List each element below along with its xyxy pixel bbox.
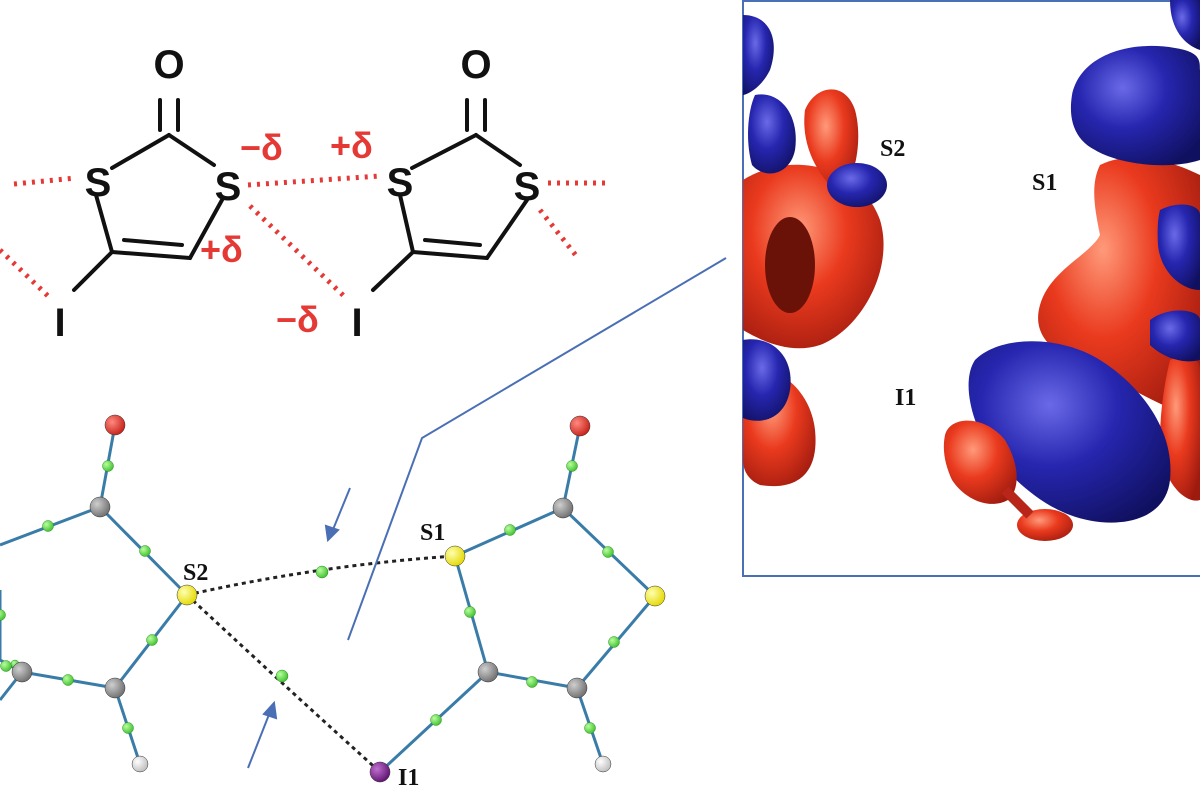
sulfur-atom [644,585,666,607]
partial-charge-negative: −δ [276,299,319,340]
carbon-atom [477,661,499,683]
iodine-atom-label: I [351,301,362,345]
interaction-dashes [0,173,606,300]
blue-lobe [968,341,1171,523]
blue-lobe [1170,0,1200,50]
oxygen-atom-label: O [153,43,184,87]
carbon-atom [566,677,588,699]
inset-label-s2: S2 [880,136,905,162]
blue-lobe [1150,310,1200,362]
sulfur-atom [176,584,198,606]
oxygen-atom [569,415,591,437]
graph-label-s1: S1 [420,520,445,546]
carbon-atom [552,497,574,519]
red-lobe [1017,509,1073,541]
sulfur-atom-label: S [387,161,414,205]
isosurface-inset: S2 S1 I1 [742,0,1200,577]
sulfur-atom-label: S [85,161,112,205]
partial-charge-negative: −δ [240,127,283,168]
arrow-head [262,700,278,720]
arrows [247,487,351,769]
blue-lobe [1070,45,1200,166]
arrow-head [324,524,340,543]
molecule-1-bonds [72,98,224,292]
blue-lobe [748,94,796,174]
molecule-2-bonds [371,98,529,292]
bond-paths [185,554,456,774]
red-lobe [943,420,1017,504]
iodine-atom-label: I [54,301,65,345]
partial-charge-positive: +δ [330,125,373,166]
graph-bonds [0,424,657,774]
sulfur-atom [444,545,466,567]
graph-atoms [11,414,666,783]
iodine-atom [369,761,391,783]
inset-label-s1: S1 [1032,170,1057,196]
lewis-structures: O S S I O S S I −δ +δ [0,43,606,345]
graph-label-s2: S2 [183,560,208,586]
blue-lobe [743,339,791,421]
oxygen-atom-label: O [460,43,491,87]
sulfur-atom-label: S [215,165,242,209]
bond-critical-points [0,460,620,734]
red-bridge [1001,486,1034,519]
blue-lobe [827,163,887,207]
oxygen-atom [104,414,126,436]
partial-charge-positive: +δ [200,229,243,270]
molecular-graph: S2 S1 I1 [0,414,666,791]
blue-lobe [1157,204,1200,290]
blue-lobe [743,15,774,95]
hydrogen-atom [131,755,149,773]
graph-label-i1: I1 [398,765,419,791]
inset-label-i1: I1 [895,385,916,411]
callout-line [347,257,727,641]
sulfur-atom-label: S [514,165,541,209]
carbon-atom [11,661,33,683]
carbon-atom [89,496,111,518]
carbon-atom [104,677,126,699]
inner-hole [765,217,815,313]
hydrogen-atom [594,755,612,773]
